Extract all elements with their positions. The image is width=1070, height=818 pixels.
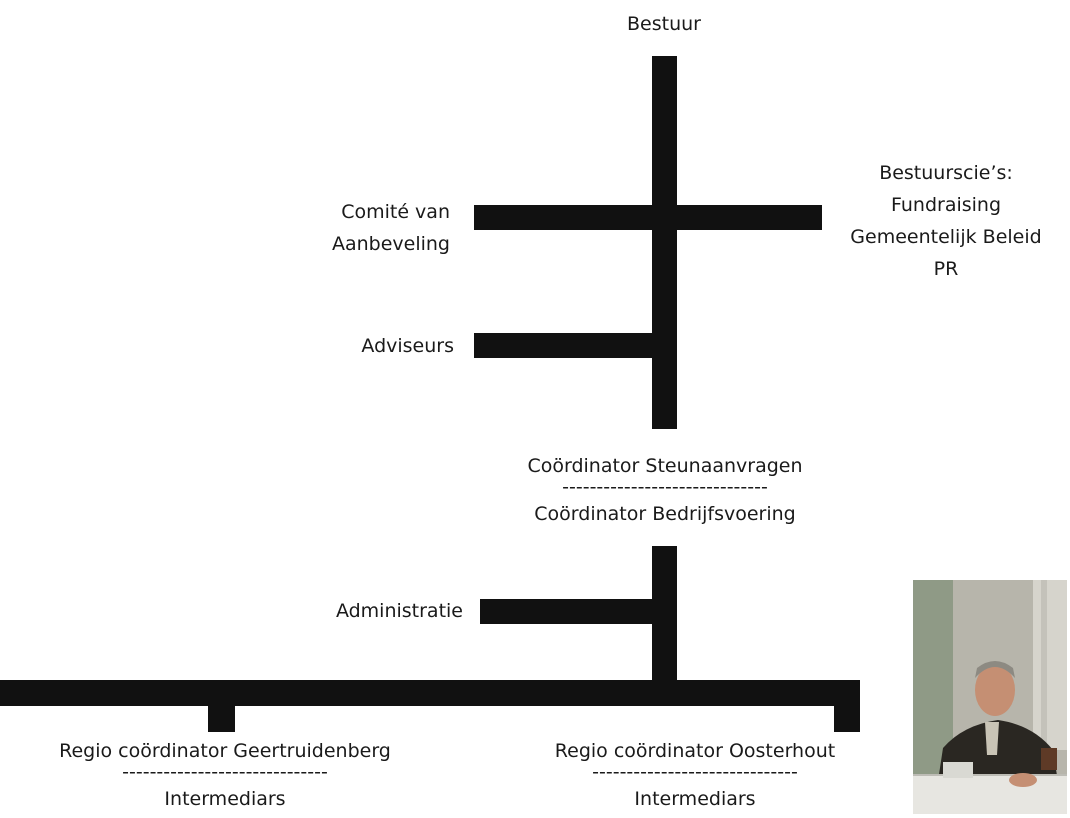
administratie-line — [480, 599, 677, 624]
adviseurs-label: Adviseurs — [361, 335, 454, 357]
comite-label: Comité van Aanbeveling — [250, 196, 450, 260]
regio-geertruidenberg-separator: ------------------------------ — [122, 761, 328, 783]
regio-oosterhout-title: Regio coördinator Oosterhout — [554, 740, 836, 762]
adviseurs-line — [474, 333, 677, 358]
regio-horizontal-line — [0, 680, 860, 706]
bestuurscie-item-pr: PR — [933, 258, 959, 280]
regio-oosterhout-separator: ------------------------------ — [592, 761, 798, 783]
bestuur-label: Bestuur — [627, 13, 701, 35]
regio-geertruidenberg-intermediars: Intermediars — [164, 788, 286, 810]
comite-label-line2: Aanbeveling — [331, 233, 450, 255]
bestuur-vertical-line — [652, 56, 677, 429]
regio-oosterhout-label: Regio coördinator Oosterhout -----------… — [505, 735, 885, 815]
administratie-label: Administratie — [335, 600, 463, 622]
regio-geertruidenberg-title: Regio coördinator Geertruidenberg — [59, 740, 391, 762]
comite-label-line1: Comité van — [341, 201, 450, 223]
person-photo-illustration — [913, 580, 1067, 814]
coordinator-steunaanvragen: Coördinator Steunaanvragen — [527, 455, 803, 477]
bestuurscie-item-gemeentelijk-beleid: Gemeentelijk Beleid — [850, 226, 1042, 248]
regio-geertruidenberg-label: Regio coördinator Geertruidenberg ------… — [20, 735, 430, 815]
person-photo — [913, 580, 1067, 814]
bestuurscie-title: Bestuurscie’s: — [879, 162, 1013, 184]
regio-oosterhout-intermediars: Intermediars — [634, 788, 756, 810]
bestuurscie-item-fundraising: Fundraising — [890, 194, 1002, 216]
coordinator-bedrijfsvoering: Coördinator Bedrijfsvoering — [534, 503, 796, 525]
oosterhout-drop-line — [834, 700, 860, 732]
bestuurscie-label: Bestuurscie’s: Fundraising Gemeentelijk … — [826, 157, 1066, 285]
geertruidenberg-drop-line — [208, 700, 235, 732]
coordinator-separator: ------------------------------ — [562, 476, 768, 498]
comite-bestuurscie-horizontal-line — [474, 205, 822, 230]
coordinator-label: Coördinator Steunaanvragen -------------… — [490, 450, 840, 530]
